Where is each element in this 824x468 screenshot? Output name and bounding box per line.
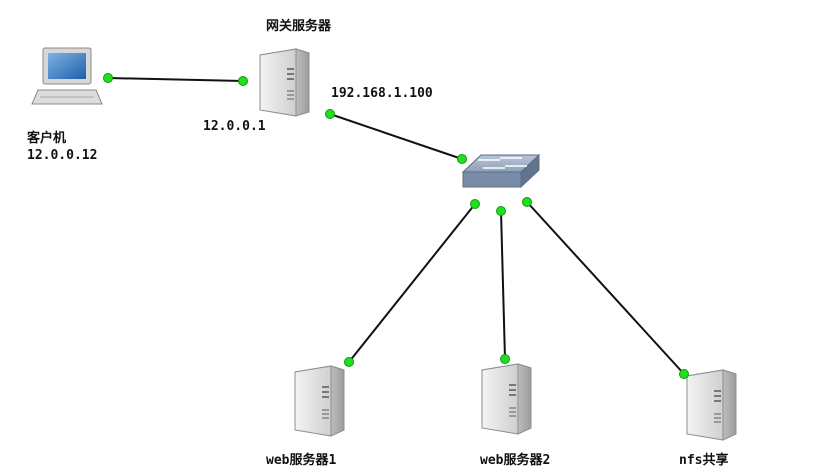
port-dot bbox=[325, 109, 335, 119]
link-gateway-switch bbox=[329, 113, 463, 160]
gateway-server-icon[interactable] bbox=[259, 48, 310, 117]
nfs-server-icon[interactable] bbox=[686, 369, 737, 441]
web1-name-label: web服务器1 bbox=[266, 453, 337, 468]
gateway-name-label: 网关服务器 bbox=[266, 19, 332, 34]
switch-icon[interactable] bbox=[461, 153, 541, 189]
link-switch-nfs bbox=[526, 201, 685, 375]
port-dot bbox=[238, 76, 248, 86]
web2-name-label: web服务器2 bbox=[480, 453, 551, 468]
link-client-gateway bbox=[107, 77, 244, 82]
port-dot bbox=[522, 197, 532, 207]
port-dots bbox=[103, 73, 689, 379]
port-dot bbox=[457, 154, 467, 164]
web2-server-icon[interactable] bbox=[481, 363, 532, 435]
port-dot bbox=[103, 73, 113, 83]
link-switch-web2 bbox=[500, 210, 506, 360]
nfs-name-label: nfs共享 bbox=[679, 453, 729, 468]
links bbox=[107, 77, 685, 375]
client-ip-label: 12.0.0.12 bbox=[27, 148, 98, 163]
gateway-internal-ip-label: 192.168.1.100 bbox=[331, 86, 433, 101]
port-dot bbox=[470, 199, 480, 209]
web1-server-icon[interactable] bbox=[294, 365, 345, 437]
gateway-external-ip-label: 12.0.0.1 bbox=[203, 119, 266, 134]
client-name-label: 客户机 bbox=[27, 131, 67, 146]
port-dot bbox=[344, 357, 354, 367]
port-dot bbox=[500, 354, 510, 364]
laptop-icon[interactable] bbox=[31, 47, 103, 105]
port-dot bbox=[496, 206, 506, 216]
port-dot bbox=[679, 369, 689, 379]
link-switch-web1 bbox=[348, 203, 476, 363]
